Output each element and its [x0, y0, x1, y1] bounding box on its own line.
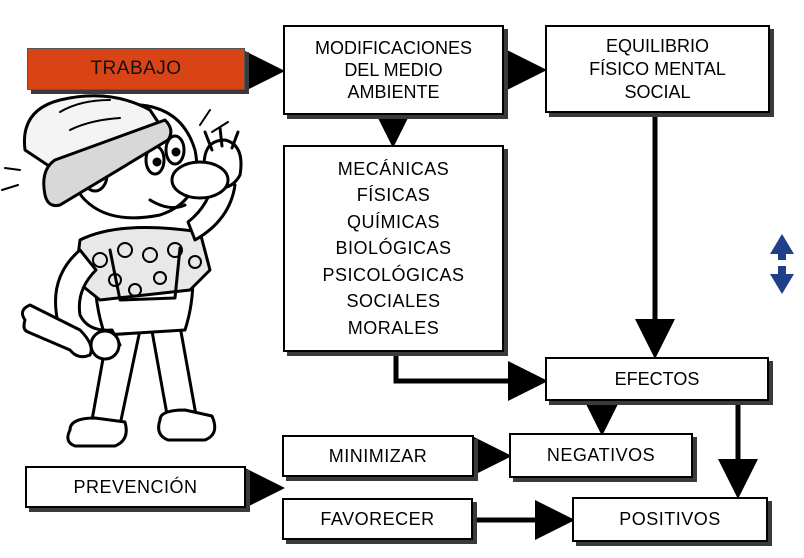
node-prevencion: PREVENCIÓN — [25, 466, 246, 508]
node-equilibrio: EQUILIBRIO FÍSICO MENTAL SOCIAL — [545, 25, 770, 113]
node-minimizar: MINIMIZAR — [282, 435, 474, 477]
node-minimizar-label: MINIMIZAR — [328, 445, 428, 466]
node-modificaciones-label: MODIFICACIONES DEL MEDIO AMBIENTE — [314, 38, 472, 102]
node-favorecer-label: FAVORECER — [320, 508, 435, 529]
node-modificaciones-medio-ambiente: MODIFICACIONES DEL MEDIO AMBIENTE — [283, 25, 504, 115]
node-favorecer: FAVORECER — [282, 498, 473, 540]
node-negativos-label: NEGATIVOS — [546, 445, 656, 465]
node-efectos-label: EFECTOS — [614, 368, 700, 389]
node-equilibrio-label: EQUILIBRIO FÍSICO MENTAL SOCIAL — [589, 35, 726, 102]
node-agentes-label: MECÁNICAS FÍSICAS QUÍMICAS BIOLÓGICAS PS… — [322, 158, 465, 338]
node-negativos: NEGATIVOS — [509, 433, 693, 478]
arrow-agentes-to-efectos — [393, 353, 548, 401]
worker-illustration — [1, 94, 243, 448]
node-prevencion-label: PREVENCIÓN — [73, 476, 198, 497]
node-agentes: MECÁNICAS FÍSICAS QUÍMICAS BIOLÓGICAS PS… — [283, 145, 504, 352]
node-trabajo-label: TRABAJO — [90, 58, 182, 79]
node-positivos: POSITIVOS — [572, 497, 768, 542]
node-efectos: EFECTOS — [545, 357, 769, 401]
node-trabajo: TRABAJO — [27, 48, 245, 90]
node-positivos-label: POSITIVOS — [619, 509, 721, 529]
double-arrow-icon — [770, 234, 794, 294]
